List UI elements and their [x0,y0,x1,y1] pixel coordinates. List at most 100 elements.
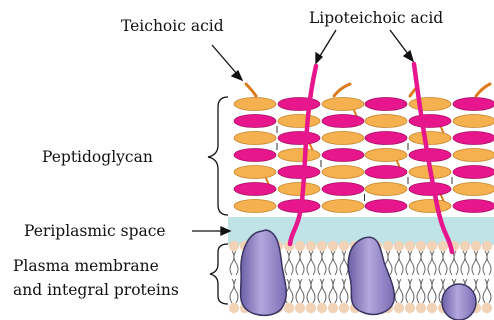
lipid-tail [399,251,403,275]
glycan-unit [453,166,494,179]
membrane-brace [210,244,228,304]
lipid-tail [329,251,333,275]
periplasmic-space-label: Periplasmic space [24,222,166,240]
lipid-head [438,241,448,251]
lipid-tail [406,251,410,275]
lipid-tail [388,251,392,275]
lipid-tail [300,251,304,275]
lipid-tail [483,251,487,275]
glycan-unit [453,98,494,111]
glycan-unit [453,183,494,196]
teichoic-acid-label: Teichoic acid [121,17,224,35]
glycan-unit [365,200,407,213]
teichoic-chain [334,84,350,96]
lipoteichoic-arrow-head-right [404,51,413,61]
lipid-tail [289,251,293,275]
glycan-unit [322,200,364,213]
integral-proteins-label: and integral proteins [13,281,179,299]
glycan-unit [322,115,364,128]
glycan-unit [234,200,276,213]
glycan-unit [322,166,364,179]
glycan-unit [409,132,451,145]
lipid-tail [461,251,465,275]
lipid-tail [417,251,421,275]
glycan-unit [234,166,276,179]
lipid-tail [311,251,315,275]
peptidoglycan-layer [234,98,494,213]
glycan-unit [278,132,320,145]
teichoic-chain [246,84,256,96]
glycan-unit [453,200,494,213]
glycan-unit [453,149,494,162]
glycan-unit [278,149,320,162]
glycan-unit [453,132,494,145]
lipid-tail [417,279,421,303]
glycan-unit [453,115,494,128]
lipid-tail [421,279,425,303]
plasma-membrane-label: Plasma membrane [13,257,159,275]
glycan-unit [234,183,276,196]
glycan-unit [322,183,364,196]
lipid-tail [285,251,289,275]
lipid-head [394,303,404,313]
glycan-unit [365,132,407,145]
lipid-tail [432,279,436,303]
glycan-unit [409,98,451,111]
integral-protein [442,284,476,320]
lipid-tail [329,279,333,303]
glycan-unit [278,166,320,179]
lipid-tail [333,279,337,303]
lipid-head [482,303,492,313]
lipid-tail [406,279,410,303]
glycan-unit [365,149,407,162]
lipid-tail [476,251,480,275]
lipid-tail [289,279,293,303]
lipid-tail [307,279,311,303]
glycan-unit [365,183,407,196]
lipid-tail [322,251,326,275]
lipid-tail [234,279,238,303]
glycan-unit [322,98,364,111]
teichoic-arrow-head [232,71,242,80]
lipid-head [394,241,404,251]
lipid-tail [487,251,491,275]
lipid-head [284,303,294,313]
lipid-tail [300,279,304,303]
glycan-unit [234,115,276,128]
lipid-tail [322,279,326,303]
glycan-unit [365,115,407,128]
glycan-unit [322,132,364,145]
lipid-tail [410,279,414,303]
lipid-tail [432,251,436,275]
lipid-tail [454,251,458,275]
lipid-head [427,303,437,313]
lipid-head [460,241,470,251]
lipid-tail [443,251,447,275]
lipid-head [306,303,316,313]
lipid-tail [340,251,344,275]
lipid-tail [340,279,344,303]
lipid-tail [410,251,414,275]
lipid-tail [296,279,300,303]
lipid-head [328,241,338,251]
lipid-tail [465,251,469,275]
lipid-head [317,241,327,251]
braces [208,97,228,304]
lipid-head [416,303,426,313]
lipid-tail [230,279,234,303]
lipid-tail [483,279,487,303]
peptidoglycan-label: Peptidoglycan [42,148,153,166]
lipid-head [339,241,349,251]
glycan-unit [234,98,276,111]
lipid-head [405,303,415,313]
lipid-tail [344,251,348,275]
lipid-tail [395,279,399,303]
lipid-head [295,241,305,251]
lipid-tail [307,251,311,275]
lipid-head [482,241,492,251]
lipid-head [427,241,437,251]
lipid-tail [399,279,403,303]
glycan-unit [234,149,276,162]
lipid-head [416,241,426,251]
